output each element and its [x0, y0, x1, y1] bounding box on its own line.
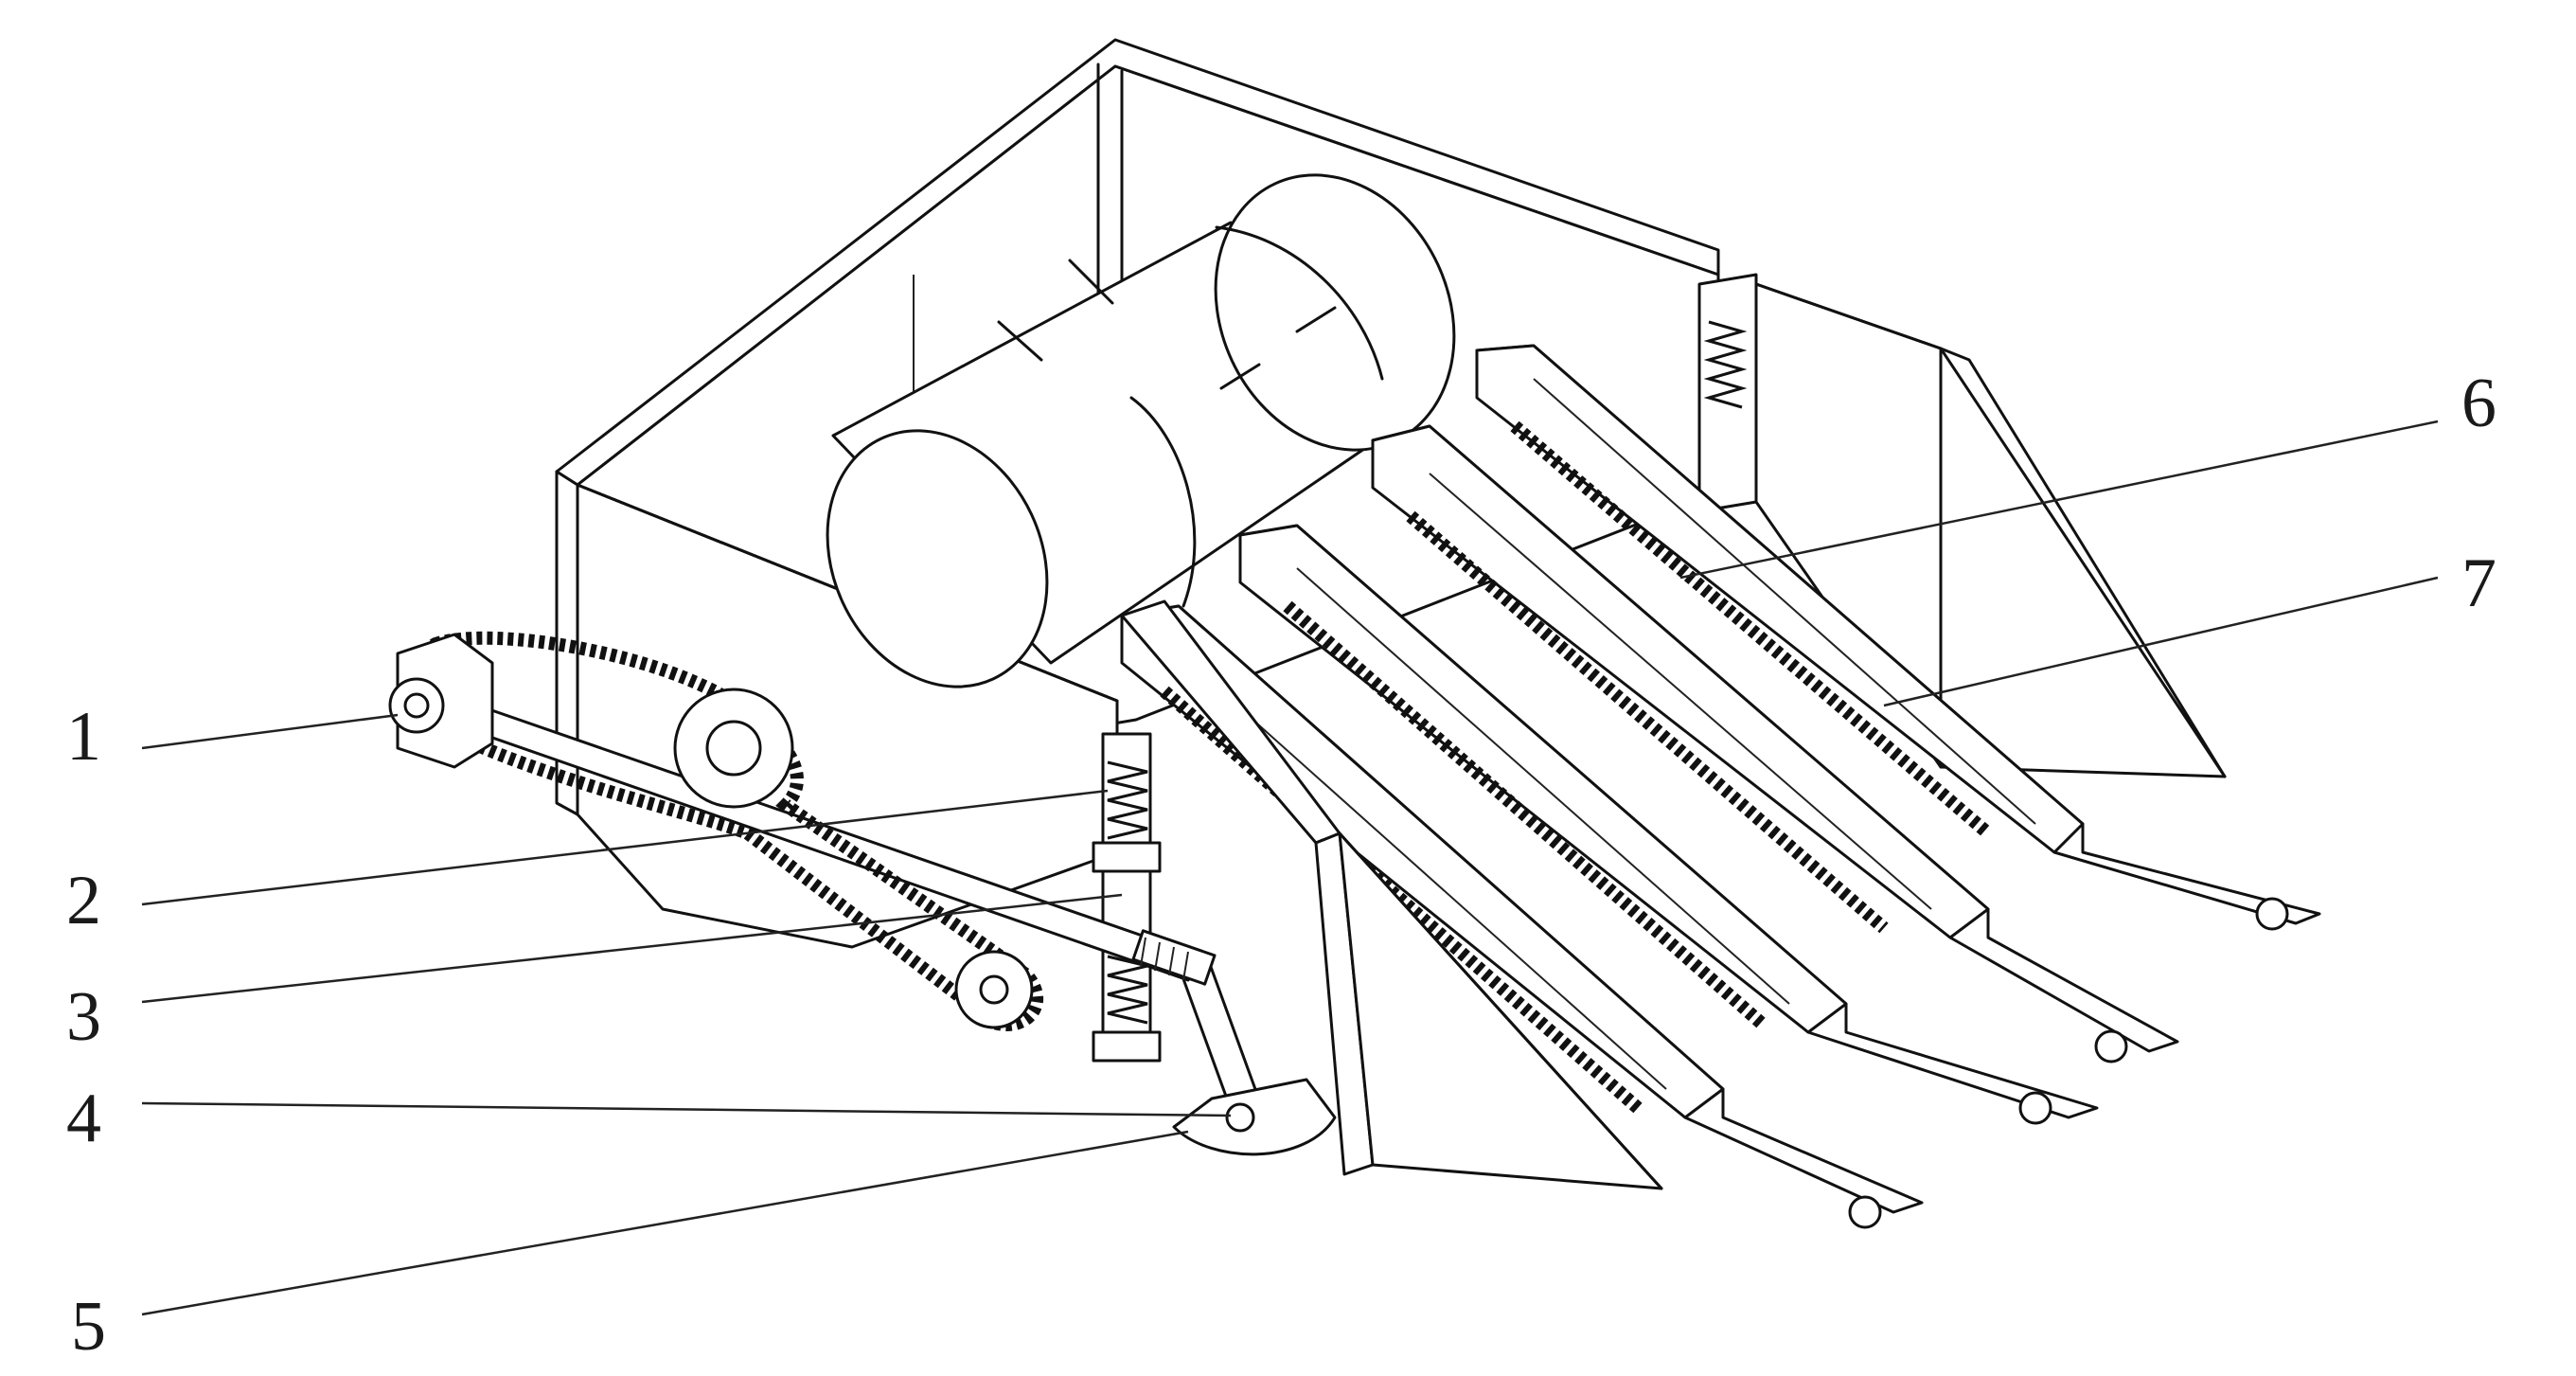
- crank-linkage: [1172, 955, 1337, 1156]
- right-side-plate: [1697, 273, 2227, 778]
- harvesting-unit-3: [1475, 344, 2321, 931]
- leader-6: [1679, 420, 2439, 580]
- callout-1: 1: [66, 698, 101, 776]
- callout-2: 2: [66, 862, 101, 939]
- leader-3: [141, 893, 1123, 1004]
- harvesting-unit-1: [1238, 524, 2099, 1125]
- leader-5: [141, 1130, 1189, 1316]
- input-hub: [388, 633, 494, 769]
- leader-4: [141, 1101, 1232, 1117]
- callout-4: 4: [66, 1080, 101, 1157]
- drum-teeth: [997, 259, 1337, 390]
- callout-3: 3: [66, 978, 101, 1056]
- leader-lines: [141, 420, 2439, 1316]
- callout-5: 5: [71, 1288, 106, 1366]
- leader-7: [1883, 576, 2439, 707]
- callout-7: 7: [2461, 545, 2496, 622]
- harvesting-unit-2: [1371, 424, 2179, 1063]
- left-divider: [1120, 599, 1663, 1190]
- leader-2: [141, 789, 1109, 906]
- callout-6: 6: [2461, 365, 2496, 442]
- leader-1: [141, 713, 399, 750]
- spring-assembly: [1092, 732, 1162, 1063]
- auger-drum: [826, 173, 1456, 688]
- shaft-spline: [1131, 929, 1217, 986]
- callout-labels: 1 2 3 4 5 6 7: [66, 365, 2496, 1366]
